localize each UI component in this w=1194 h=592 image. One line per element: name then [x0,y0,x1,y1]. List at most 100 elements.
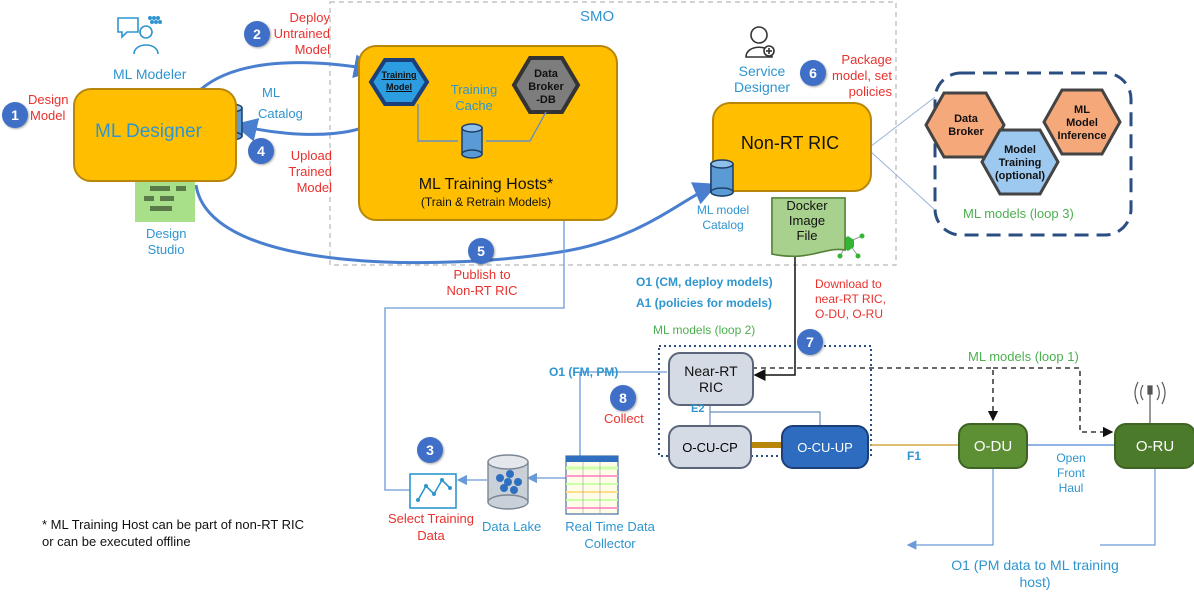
near-rt-ric-label-2: RIC [698,379,724,395]
loop3-inference-label-2: Model [1066,117,1098,129]
ml-catalog-label-2: Catalog [258,106,303,121]
non-rt-ric-box[interactable] [712,102,872,192]
loop3-data-broker-label-2: Broker [948,126,984,138]
zoom-line-bottom [869,150,936,211]
ml-modeler-icon [117,15,163,55]
o-cu-up-label: O-CU-UP [797,439,853,455]
ml-training-hosts-subtitle: (Train & Retrain Models) [420,195,552,209]
service-designer-icon [745,26,775,58]
loop3-model-training-label-1: Model [1004,144,1036,156]
fronthaul-label-2: Front [1056,466,1085,480]
service-designer-label-2: Designer [734,79,791,95]
ml-training-hosts-title: ML Training Hosts* [418,176,554,193]
loop3-boundary [933,71,1133,237]
o1-pm-data-label-2: host) [1019,574,1051,590]
o-ru-label: O-RU [1135,437,1175,455]
o-cu-cp-box[interactable]: O-CU-CP [668,425,752,469]
o1-pm-data-label-1: O1 (PM data to ML training [951,557,1119,573]
training-model-label-2: Model [386,82,412,92]
footnote-line-1: * ML Training Host can be part of non-RT… [42,517,305,532]
loop3-model-training-label-3: (optional) [995,170,1046,182]
docker-label-1: Docker [786,198,828,213]
training-data-feed [384,113,570,491]
publish-label-1: Publish to [453,267,511,282]
ml-catalog-label-1: ML [262,85,281,100]
deploy-label-3: Model [294,42,330,57]
o-ru-box[interactable]: O-RU [1114,423,1194,469]
zoom-line-top [869,96,936,148]
a1-policies-label: A1 (policies for models) [636,296,773,310]
loop1-to-oru [993,367,1114,438]
loop3-model-training-label-2: Training [998,157,1042,169]
o1-fm-pm-line [579,371,667,456]
loop3-caption: ML models (loop 3) [963,206,1074,221]
loop3-data-broker-label-1: Data [954,113,978,125]
data-broker-label-3: -DB [536,94,556,106]
select-training-data-icon [409,473,457,509]
non-rt-ric-label: Non-RT RIC [740,133,840,153]
publish-label-2: Non-RT RIC [446,283,518,298]
rtdc-label-1: Real Time Data [565,519,655,534]
design-model-label-1: Design [28,92,69,107]
ml-modeler-label: ML Modeler [113,66,187,82]
docker-label-3: File [796,228,818,243]
near-rt-ric-box[interactable]: Near-RT RIC [668,352,754,406]
data-lake-icon [487,454,529,510]
collect-label: Collect [604,411,644,426]
design-studio-label-1: Design [146,226,187,241]
odu-pm-arrow [906,465,994,550]
package-label-3: policies [848,84,892,99]
download-label-1: Download to [815,277,882,291]
step-badge-2: 2 [244,21,270,47]
smo-label: SMO [580,8,615,25]
ml-model-catalog-label-2: Catalog [702,218,744,232]
near-rt-ric-label-1: Near-RT [684,363,738,379]
cu-link [750,442,782,448]
loop3-inference-hex [1042,88,1122,156]
upload-label-1: Upload [290,148,332,163]
o1-fm-pm-label: O1 (FM, PM) [549,365,619,379]
select-training-label-2: Data [417,528,445,543]
design-model-label-2: Model [30,108,66,123]
step-badge-4: 4 [248,138,274,164]
e2-line [709,405,821,425]
o-du-box[interactable]: O-DU [958,423,1028,469]
loop2-boundary [658,345,872,457]
training-cache-label-2: Cache [455,98,493,113]
spreadsheet-icon [565,455,619,515]
loop3-inference-label-1: ML [1074,104,1090,116]
step-badge-7: 7 [797,329,823,355]
step-badge-1: 1 [2,102,28,128]
o-du-label: O-DU [973,437,1013,455]
o-cu-up-box[interactable]: O-CU-UP [781,425,869,469]
step-badge-5: 5 [468,238,494,264]
o1-cm-label: O1 (CM, deploy models) [636,275,773,289]
ml-designer-label: ML Designer [95,121,203,142]
deploy-arrow [199,54,378,92]
download-label-3: O-DU, O-RU [815,307,883,321]
e2-label: E2 [691,403,705,415]
step-badge-6: 6 [800,60,826,86]
ml-designer-box[interactable] [73,88,237,182]
download-label-2: near-RT RIC, [815,292,886,306]
fronthaul-label-3: Haul [1058,481,1084,495]
rtdc-label-2: Collector [584,536,636,551]
data-broker-label-2: Broker [528,81,564,93]
data-lake-label: Data Lake [482,519,542,534]
oru-pm-line [1100,465,1156,546]
loop2-caption: ML models (loop 2) [653,323,756,337]
training-model-label-1: Training [381,70,417,80]
select-training-label-1: Select Training [388,511,474,526]
loop3-training-hex [980,128,1060,196]
step-badge-8: 8 [610,385,636,411]
footnote-line-2: or can be executed offline [42,534,191,549]
design-studio-label-2: Studio [147,242,185,257]
o-cu-cp-label: O-CU-CP [682,439,738,455]
deploy-label-1: Deploy [289,10,330,25]
package-label-1: Package [841,52,892,67]
upload-label-2: Trained [288,164,332,179]
step-badge-3: 3 [417,437,443,463]
service-designer-label-1: Service [738,63,786,79]
